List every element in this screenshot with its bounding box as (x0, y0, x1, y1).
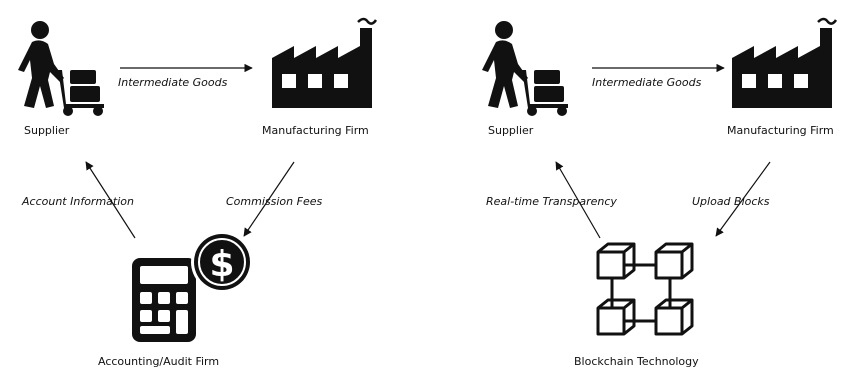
supplier-label-left: Supplier (24, 124, 70, 137)
svg-text:$: $ (209, 244, 234, 285)
supplier-label-right: Supplier (488, 124, 534, 137)
edge-label-commission-fees: Commission Fees (226, 195, 323, 208)
audit-firm-label: Accounting/Audit Firm (98, 355, 220, 368)
supplier-worker-icon (18, 21, 104, 116)
manufacturer-label-left: Manufacturing Firm (262, 124, 369, 137)
blockchain-label: Blockchain Technology (574, 355, 699, 368)
manufacturer-label-right: Manufacturing Firm (727, 124, 834, 137)
arrow-account-info (85, 161, 136, 239)
arrow-realtime-transparency (555, 161, 601, 239)
blockchain-cubes-icon (596, 242, 694, 336)
arrow-commission-fees (243, 161, 295, 237)
edge-label-intermediate-goods-left: Intermediate Goods (118, 76, 228, 89)
edge-label-account-information: Account Information (22, 195, 134, 208)
edge-label-intermediate-goods-right: Intermediate Goods (592, 76, 702, 89)
calculator-icon (132, 258, 196, 342)
edge-label-upload-blocks: Upload Blocks (692, 195, 770, 208)
edge-label-realtime-transparency: Real-time Transparency (486, 195, 617, 208)
factory-icon (270, 17, 378, 110)
arrow-upload-blocks (715, 161, 771, 237)
dollar-coin-icon: $ (191, 231, 253, 293)
factory-icon (730, 17, 838, 110)
supplier-worker-icon (482, 21, 568, 116)
